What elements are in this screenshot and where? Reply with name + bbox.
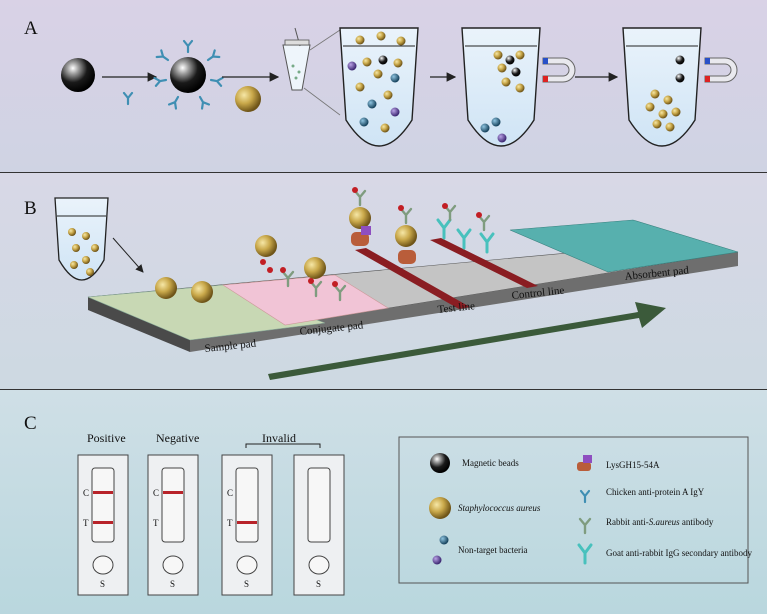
lateral-flow-strip bbox=[87, 219, 739, 352]
group-negative-label: Negative bbox=[156, 431, 199, 445]
magnetic-bead bbox=[61, 58, 95, 92]
c-mark: C bbox=[83, 488, 89, 498]
cassette-invalid-1: C T S bbox=[221, 454, 273, 596]
panel-b-label: B bbox=[24, 198, 37, 219]
c-mark: C bbox=[227, 488, 233, 498]
test-line-complex bbox=[349, 187, 417, 264]
tube-separated bbox=[622, 27, 738, 147]
s-mark: S bbox=[316, 579, 321, 589]
conjugate-pad bbox=[222, 274, 389, 326]
panel-c-label: C bbox=[24, 413, 37, 434]
separator bbox=[0, 389, 767, 390]
legend-non-target: Non-target bacteria bbox=[458, 545, 528, 555]
t-mark: T bbox=[227, 518, 233, 528]
legend-chicken: Chicken anti-protein A IgY bbox=[606, 487, 705, 497]
control-line-label: Control line bbox=[511, 285, 565, 302]
staph-bead bbox=[155, 277, 177, 299]
t-mark: T bbox=[153, 518, 159, 528]
bead-antibody-complex bbox=[153, 39, 224, 110]
s-mark: S bbox=[244, 579, 249, 589]
flow-direction-arrow bbox=[268, 302, 666, 380]
s-mark: S bbox=[170, 579, 175, 589]
panel-a-drawing bbox=[61, 27, 738, 147]
sample-tube bbox=[54, 197, 109, 281]
legend-staph: Staphylococcus aureus bbox=[458, 503, 541, 513]
staph-swatch bbox=[429, 497, 451, 519]
control-line bbox=[430, 238, 538, 288]
non-target-blue-swatch bbox=[439, 535, 449, 545]
legend-goat: Goat anti-rabbit IgG secondary antibody bbox=[606, 548, 752, 558]
chicken-antibody bbox=[122, 91, 134, 106]
small-tube bbox=[282, 27, 341, 116]
sample-pad-label: Sample pad bbox=[204, 338, 257, 355]
tube-magnet bbox=[461, 27, 576, 147]
t-mark: T bbox=[83, 518, 89, 528]
arrow bbox=[112, 237, 144, 273]
s-mark: S bbox=[100, 579, 105, 589]
lys-swatch bbox=[577, 455, 592, 471]
group-positive-label: Positive bbox=[87, 431, 126, 445]
cassette-negative: C T S bbox=[147, 454, 199, 596]
c-mark: C bbox=[153, 488, 159, 498]
non-target-purple-swatch bbox=[432, 555, 442, 565]
tube-mixture bbox=[339, 27, 419, 147]
legend: Magnetic beads Staphylococcus aureus Non… bbox=[398, 436, 752, 584]
panel-a-label: A bbox=[24, 18, 38, 39]
magnetic-bead-swatch bbox=[430, 453, 450, 473]
test-line bbox=[355, 248, 470, 309]
legend-magnetic-beads: Magnetic beads bbox=[462, 458, 519, 468]
control-line-complex bbox=[436, 203, 495, 254]
chicken-antibody-swatch bbox=[579, 489, 591, 504]
goat-antibody-swatch bbox=[577, 543, 593, 565]
staph-bead bbox=[235, 86, 261, 112]
test-line-label: Test line bbox=[437, 300, 476, 316]
sample-pad bbox=[87, 284, 326, 341]
cassette-positive: C T S bbox=[77, 454, 129, 596]
staph-bead bbox=[304, 257, 326, 279]
staph-bead bbox=[255, 235, 277, 257]
panel-b-drawing: Sample pad Conjugate pad Test line Contr… bbox=[54, 187, 739, 380]
absorbent-pad bbox=[509, 219, 739, 273]
group-invalid-label: Invalid bbox=[262, 431, 296, 445]
separator bbox=[0, 172, 767, 173]
panel-c-drawing: Positive Negative Invalid C T S C T S C bbox=[77, 431, 752, 596]
legend-lys: LysGH15-54A bbox=[606, 460, 660, 470]
cassette-invalid-2: S bbox=[293, 454, 345, 596]
legend-rabbit: Rabbit anti-S.aureus antibody bbox=[606, 517, 714, 527]
rabbit-antibody-swatch bbox=[578, 517, 592, 535]
staph-bead bbox=[191, 281, 213, 303]
